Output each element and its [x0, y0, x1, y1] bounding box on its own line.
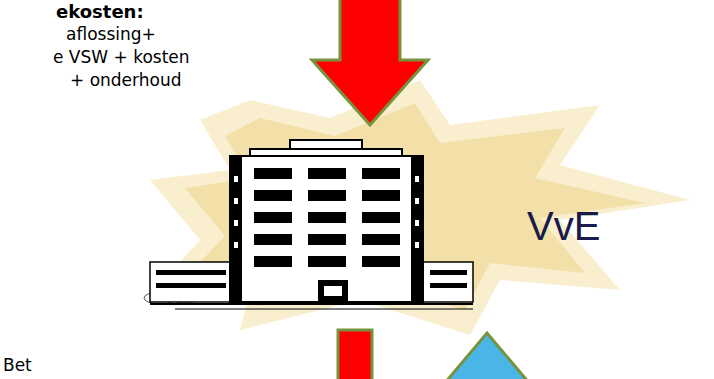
- node-title: VvE: [527, 204, 600, 249]
- text-label: ekosten:: [56, 1, 144, 22]
- down-arrow: [338, 330, 372, 379]
- up-arrow: [444, 333, 530, 379]
- burst-inner: [180, 103, 645, 310]
- burst-outer: [145, 80, 690, 335]
- text-label: + onderhoud: [70, 70, 182, 90]
- text-label: aflossing+: [66, 24, 156, 44]
- text-label: Bet: [3, 355, 32, 375]
- building-tower: [230, 140, 423, 302]
- text-label: e VSW + kosten: [53, 47, 190, 67]
